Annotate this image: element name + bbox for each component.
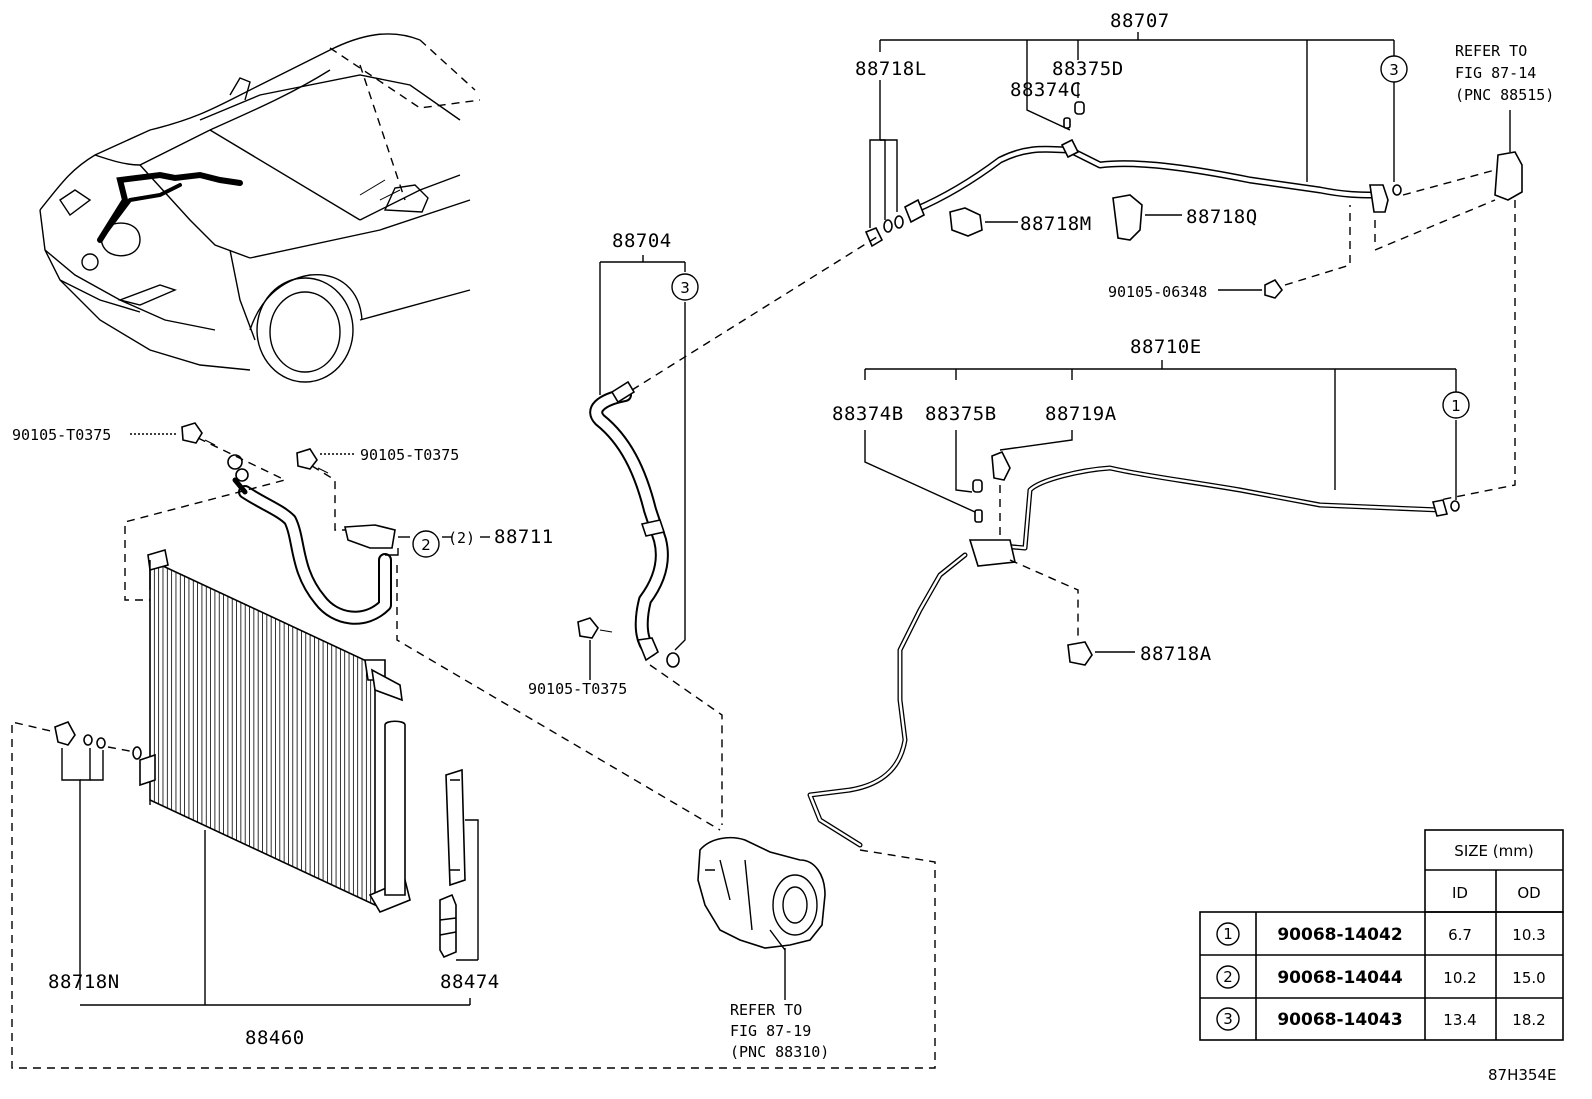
- callout-90105-T0375-left: 90105-T0375: [12, 426, 111, 444]
- callout-88704: 88704: [612, 230, 672, 252]
- circle-mark-1-text: 1: [1451, 397, 1461, 415]
- refer-note-top-line2: FIG 87-14: [1455, 64, 1536, 82]
- callout-88718L: 88718L: [855, 58, 927, 80]
- row-mark: 3: [1223, 1010, 1233, 1028]
- row-od: 18.2: [1512, 1011, 1545, 1029]
- pipe-88711: [124, 422, 721, 831]
- circle-mark-2: 2: [412, 530, 440, 558]
- hose-88704: [577, 234, 881, 825]
- row-od: 10.3: [1512, 926, 1545, 944]
- row-part-number: 90068-14042: [1277, 925, 1402, 945]
- circle-mark-1: 1: [1442, 391, 1470, 419]
- callout-88375D: 88375D: [1052, 58, 1124, 80]
- dryer-88474: [439, 768, 479, 1005]
- row-part-number: 90068-14044: [1277, 968, 1403, 988]
- callout-88718M: 88718M: [1020, 213, 1092, 235]
- callout-90105-T0375-mid: 90105-T0375: [360, 446, 459, 464]
- circle-mark-3-hose-text: 3: [680, 279, 690, 297]
- refer-note-compressor-line3: (PNC 88310): [730, 1043, 829, 1061]
- row-od: 15.0: [1512, 969, 1545, 987]
- size-table-col-id: ID: [1452, 884, 1468, 902]
- size-table-header: SIZE (mm): [1454, 842, 1533, 860]
- callout-88374C: 88374C: [1010, 79, 1082, 101]
- callout-90105-06348: 90105-06348: [1108, 283, 1207, 301]
- pipe-assembly-88710E: [11, 360, 1460, 1069]
- vehicle-illustration: [39, 33, 481, 383]
- callout-88718A: 88718A: [1140, 643, 1212, 665]
- size-table-col-od: OD: [1517, 884, 1540, 902]
- refer-note-top-line3: (PNC 88515): [1455, 86, 1554, 104]
- callout-88374B: 88374B: [832, 403, 904, 425]
- condenser-88460: [139, 548, 411, 1005]
- refer-note-compressor-line1: REFER TO: [730, 1001, 802, 1019]
- circle-mark-3-top: 3: [1380, 55, 1408, 83]
- row-id: 13.4: [1443, 1011, 1476, 1029]
- compressor: [697, 836, 826, 1000]
- callout-88710E: 88710E: [1130, 336, 1202, 358]
- callout-88460: 88460: [245, 1027, 305, 1049]
- size-table-row: 1 90068-14042 6.7 10.3: [1216, 922, 1546, 946]
- pipe-assembly-88707: [864, 32, 1523, 501]
- row-part-number: 90068-14043: [1277, 1010, 1402, 1030]
- row-mark: 1: [1223, 925, 1233, 943]
- callout-88719A: 88719A: [1045, 403, 1117, 425]
- callout-88707: 88707: [1110, 10, 1170, 32]
- refer-note-compressor-line2: FIG 87-19: [730, 1022, 811, 1040]
- circle-mark-3-hose: 3: [671, 273, 699, 301]
- row-id: 6.7: [1448, 926, 1472, 944]
- callout-88711-qty: (2): [448, 529, 475, 547]
- refer-note-top-line1: REFER TO: [1455, 42, 1527, 60]
- circle-mark-3-top-text: 3: [1389, 61, 1399, 79]
- callout-90105-T0375-lower: 90105-T0375: [528, 680, 627, 698]
- callout-88718Q: 88718Q: [1186, 206, 1258, 228]
- size-table-row: 2 90068-14044 10.2 15.0: [1216, 965, 1546, 989]
- circle-mark-2-text: 2: [421, 536, 431, 554]
- callout-88711: 88711: [494, 526, 554, 548]
- callout-88474: 88474: [440, 971, 500, 993]
- row-id: 10.2: [1443, 969, 1476, 987]
- diagram-code: 87H354E: [1488, 1066, 1556, 1084]
- callout-88375B: 88375B: [925, 403, 997, 425]
- fittings-88718N: [54, 721, 470, 1006]
- size-table-row: 3 90068-14043 13.4 18.2: [1216, 1007, 1546, 1031]
- o-ring-size-table: SIZE (mm) ID OD 1 90068-14042 6.7 10.3 2…: [1199, 829, 1564, 1041]
- callout-88718N: 88718N: [48, 971, 120, 993]
- row-mark: 2: [1223, 968, 1233, 986]
- part-callouts: 88707 88718L 88375D 88374C 88718M 88718Q…: [12, 10, 1554, 1061]
